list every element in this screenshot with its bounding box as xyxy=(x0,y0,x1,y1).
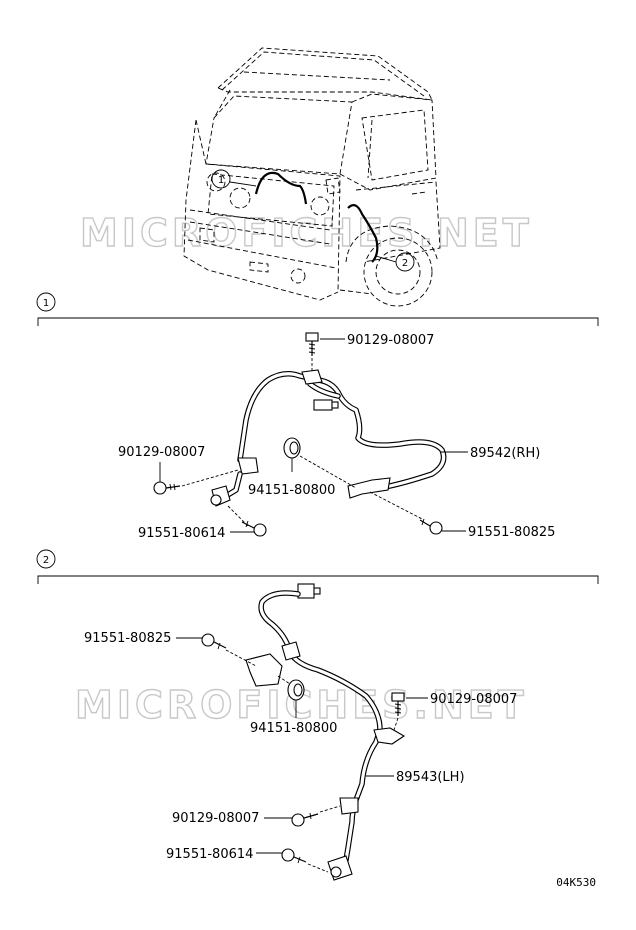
grommet-icon xyxy=(287,679,305,701)
section-2-number: 2 xyxy=(43,555,49,566)
label-s1-bracket-bolt: 91551-80825 xyxy=(468,525,555,540)
bolt-icon xyxy=(291,812,319,827)
section-2-parts: 91551-80825 94151-80800 90129-08007 8954… xyxy=(84,583,517,881)
bolt-icon xyxy=(241,520,267,537)
section-1-parts: 90129-08007 94151-80800 xyxy=(118,332,555,541)
truck-cab-illustration: 1 2 xyxy=(183,47,441,307)
label-s1-grommet: 94151-80800 xyxy=(248,483,335,498)
label-s2-bracket-bolt: 91551-80825 xyxy=(84,631,171,646)
bolt-icon xyxy=(391,692,405,716)
section-1-number: 1 xyxy=(43,298,49,309)
label-s2-bolt-lower: 90129-08007 xyxy=(172,811,259,826)
section-1-header: 1 xyxy=(36,292,599,326)
bolt-icon xyxy=(419,518,443,535)
label-s1-sensor-bolt: 91551-80614 xyxy=(138,526,225,541)
section-2-header: 2 xyxy=(36,549,599,584)
label-s2-grommet: 94151-80800 xyxy=(250,721,337,736)
label-s2-harness: 89543(LH) xyxy=(396,770,465,785)
watermark-top: MICROFICHES.NET xyxy=(80,211,533,255)
bolt-icon xyxy=(281,848,307,864)
bolt-icon xyxy=(305,332,319,356)
grommet-icon xyxy=(283,437,301,459)
label-s2-bolt-right: 90129-08007 xyxy=(430,692,517,707)
label-s2-sensor-bolt: 91551-80614 xyxy=(166,847,253,862)
label-s1-bolt-left: 90129-08007 xyxy=(118,445,205,460)
truck-callout-2: 2 xyxy=(402,258,408,269)
label-s1-harness: 89542(RH) xyxy=(470,446,540,461)
figure-code: 04K530 xyxy=(556,876,596,889)
wheel-speed-sensor-icon xyxy=(327,855,353,881)
wheel-speed-sensor-icon xyxy=(210,485,231,507)
label-s1-bolt-top: 90129-08007 xyxy=(347,333,434,348)
connector-icon xyxy=(297,583,321,599)
truck-callout-1: 1 xyxy=(218,175,224,186)
bolt-icon xyxy=(153,481,181,495)
bolt-icon xyxy=(201,633,227,650)
